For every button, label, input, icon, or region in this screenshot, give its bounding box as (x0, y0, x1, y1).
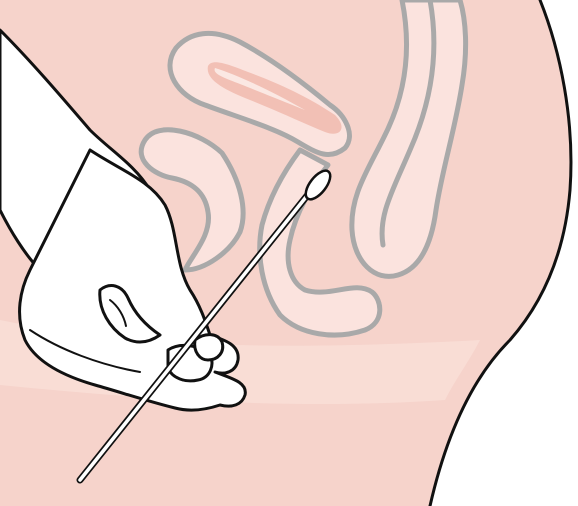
finger-index (195, 335, 223, 360)
